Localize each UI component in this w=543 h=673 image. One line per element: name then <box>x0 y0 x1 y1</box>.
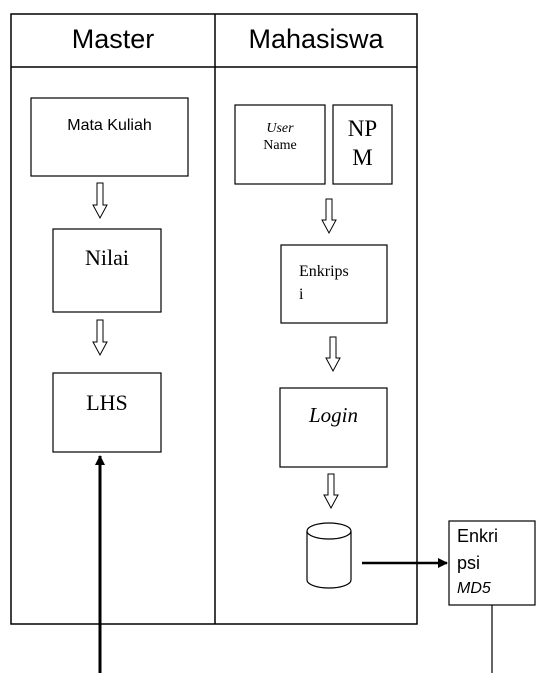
database-icon <box>306 522 352 589</box>
nilai-box <box>52 228 162 313</box>
enkripsi-box <box>280 244 388 324</box>
enkripsi-label-line1: Enkrips <box>299 263 349 280</box>
enkripsi-label-line2: i <box>299 286 304 303</box>
down-arrow-icon <box>323 473 339 510</box>
down-arrow-icon <box>325 336 341 373</box>
down-arrow-icon <box>92 182 108 220</box>
user-name-label-line1: User <box>266 121 294 136</box>
lhs-box <box>52 372 162 453</box>
mata-kuliah-box <box>30 97 189 177</box>
lane-header-master: Master <box>71 24 155 54</box>
swimlane-frame <box>10 13 418 625</box>
user-name-box <box>234 104 326 185</box>
md5-box-label-line3: MD5 <box>457 580 491 597</box>
nilai-label: Nilai <box>85 245 129 270</box>
lane-header-mahasiswa: Mahasiswa <box>248 24 384 54</box>
enkripsi-md5-box <box>448 520 536 606</box>
login-label: Login <box>308 403 358 427</box>
down-arrow-icon <box>92 319 108 357</box>
login-box <box>279 387 388 468</box>
npm-label-line1: NP <box>347 116 378 141</box>
npm-box <box>332 104 393 185</box>
lhs-label: LHS <box>86 390 128 415</box>
user-name-label-line2: Name <box>263 138 297 153</box>
mata-kuliah-label: Mata Kuliah <box>67 117 152 134</box>
md5-box-label-line1: Enkri <box>457 526 499 546</box>
down-arrow-icon <box>321 198 337 235</box>
npm-label-line2: M <box>352 145 373 170</box>
md5-box-label-line2: psi <box>457 553 481 573</box>
